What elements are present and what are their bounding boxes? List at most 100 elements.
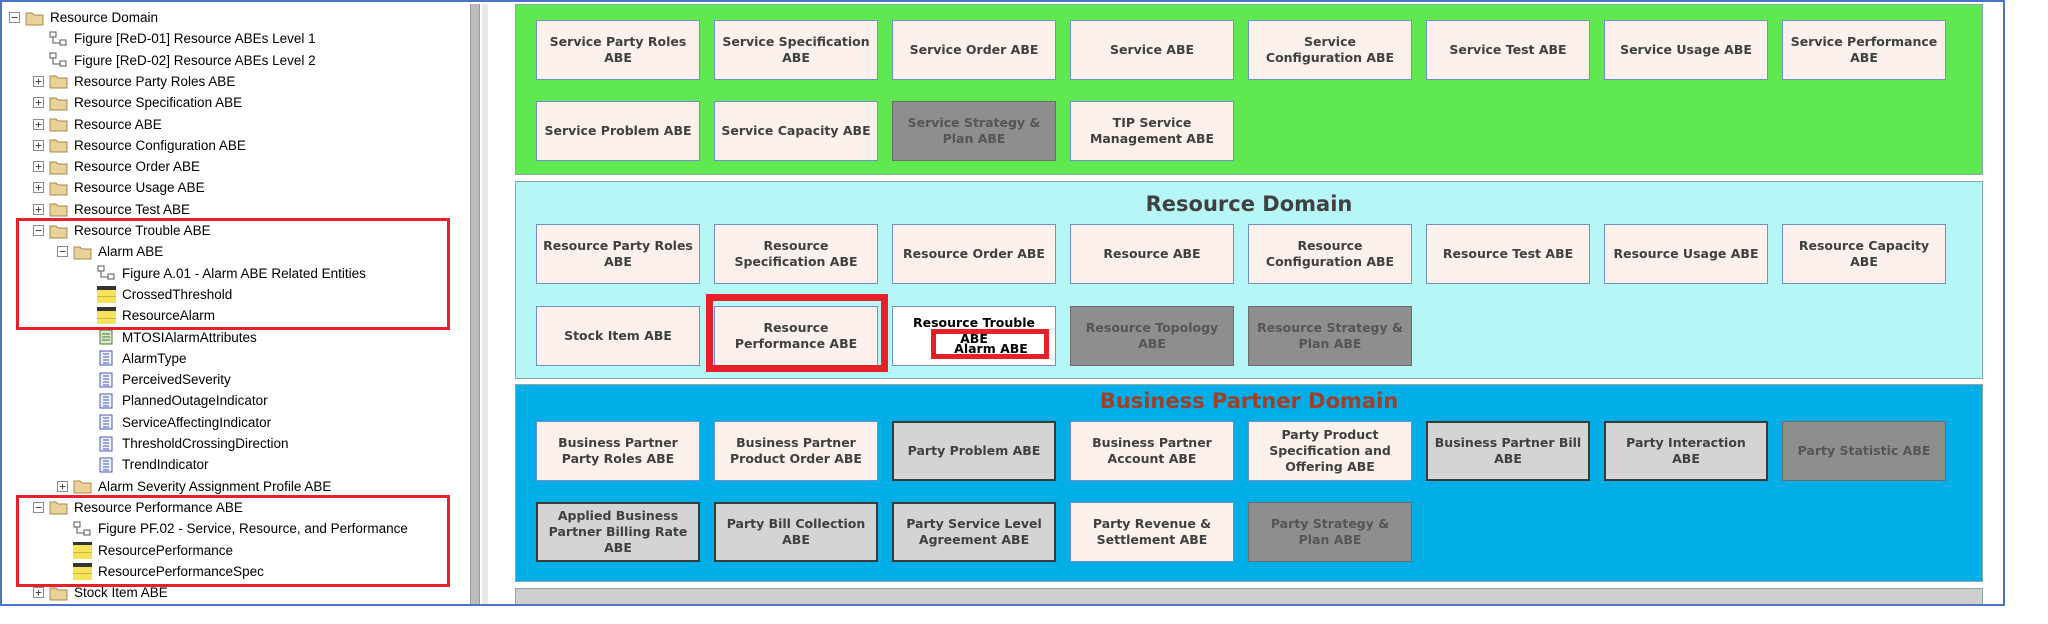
abe-box[interactable]: Service Strategy & Plan ABE [892,101,1056,161]
abe-box[interactable]: Party Product Specification and Offering… [1248,421,1412,481]
tree-leaf-item[interactable]: ThresholdCrossingDirection [81,433,289,454]
expand-toggle[interactable]: + [33,139,44,151]
tree-leaf-item[interactable]: ResourcePerformance [57,540,233,561]
abe-box[interactable]: Party Strategy & Plan ABE [1248,502,1412,562]
abe-box[interactable]: Business Partner Product Order ABE [714,421,878,481]
expand-toggle[interactable]: + [33,182,44,194]
tree-leaf-item[interactable]: Figure PF.02 - Service, Resource, and Pe… [57,518,408,539]
expand-toggle[interactable]: + [33,203,44,215]
abe-label: Business Partner Bill ABE [1434,434,1582,466]
tree-leaf-item[interactable]: PlannedOutageIndicator [81,390,268,411]
collapse-toggle[interactable]: − [9,12,20,23]
tree-item-label: Figure PF.02 - Service, Resource, and Pe… [98,521,408,537]
abe-box[interactable]: Service Usage ABE [1604,20,1768,80]
folder-icon [49,95,68,111]
tree-leaf-item[interactable]: ResourcePerformanceSpec [57,561,264,582]
tree-folder-item[interactable]: −Resource Performance ABE [33,497,243,518]
tree-leaf-item[interactable]: ServiceAffectingIndicator [81,412,271,433]
abe-box[interactable]: Resource Order ABE [892,224,1056,284]
abe-box[interactable]: Resource Performance ABE [714,306,878,366]
abe-box[interactable]: Service Test ABE [1426,20,1590,80]
collapse-toggle[interactable]: − [57,246,68,258]
diagram-icon [49,31,68,47]
tree-item-label: Alarm ABE [98,244,164,260]
tree-scrollbar[interactable] [470,4,480,604]
tree-folder-item[interactable]: +Resource Order ABE [33,156,200,177]
abe-box[interactable]: Service Performance ABE [1782,20,1946,80]
abe-box[interactable]: Resource Capacity ABE [1782,224,1946,284]
expand-toggle[interactable]: + [33,161,44,173]
collapse-toggle[interactable]: − [33,225,44,236]
tree-folder-item[interactable]: +Resource Test ABE [33,199,190,220]
expand-toggle[interactable]: + [33,75,44,87]
enumeration-icon [97,436,116,452]
abe-label: Resource Strategy & Plan ABE [1257,319,1403,351]
tree-leaf-item[interactable]: AlarmType [81,348,187,369]
tree-item-label: Resource Domain [50,10,159,25]
abe-box[interactable]: Applied Business Partner Billing Rate AB… [536,502,700,562]
abe-label: Resource Topology ABE [1085,319,1219,351]
tree-folder-item[interactable]: + Alarm Severity Assignment Profile ABE [57,476,331,497]
abe-box[interactable]: Resource Configuration ABE [1248,224,1412,284]
tree-leaf-item[interactable]: PerceivedSeverity [81,369,231,390]
abe-box[interactable]: Party Revenue & Settlement ABE [1070,502,1234,562]
abe-box[interactable]: Resource Specification ABE [714,224,878,284]
collapse-toggle[interactable]: − [33,501,44,513]
abe-box[interactable]: Service Order ABE [892,20,1056,80]
abe-label: Business Partner Party Roles ABE [558,434,678,466]
pane-splitter[interactable] [482,4,488,604]
abe-box[interactable]: Party Interaction ABE [1604,421,1768,481]
tree-leaf-item[interactable]: Figure A.01 - Alarm ABE Related Entities [81,263,366,284]
tree-leaf-item[interactable]: ResourceAlarm [81,305,215,326]
tree-folder-item[interactable]: +Resource Party Roles ABE [33,71,235,92]
alarm-abe-label[interactable]: Alarm ABE [954,341,1028,356]
abe-box[interactable]: Service Configuration ABE [1248,20,1412,80]
abe-box[interactable]: Party Service Level Agreement ABE [892,502,1056,562]
expand-toggle[interactable]: + [33,118,44,130]
abe-box[interactable]: Service Capacity ABE [714,101,878,161]
abe-box[interactable]: Resource Usage ABE [1604,224,1768,284]
abe-box[interactable]: Stock Item ABE [536,306,700,366]
expand-toggle[interactable]: + [57,480,68,492]
expand-toggle[interactable]: + [33,587,44,599]
abe-box[interactable]: Business Partner Bill ABE [1426,421,1590,481]
abe-box[interactable]: Business Partner Account ABE [1070,421,1234,481]
tree-item-label: Figure [ReD-01] Resource ABEs Level 1 [74,31,316,47]
abe-box[interactable]: Service Party Roles ABE [536,20,700,80]
tree-folder-item[interactable]: − Resource Domain [9,7,158,28]
tree-folder-item[interactable]: +Resource Usage ABE [33,177,205,198]
abe-box[interactable]: Resource Strategy & Plan ABE [1248,306,1412,366]
tree-leaf-item[interactable]: Figure [ReD-01] Resource ABEs Level 1 [33,28,316,49]
tree-folder-item[interactable]: +Resource Specification ABE [33,92,242,113]
tree-leaf-item[interactable]: CrossedThreshold [81,284,232,305]
abe-box[interactable]: Party Statistic ABE [1782,421,1946,481]
abe-box[interactable]: Service ABE [1070,20,1234,80]
tree-leaf-item[interactable]: Figure [ReD-02] Resource ABEs Level 2 [33,50,316,71]
abe-box[interactable]: Resource ABE [1070,224,1234,284]
enumeration-icon [97,414,116,430]
tree-folder-item[interactable]: − Alarm ABE [57,241,163,262]
abe-label: Resource Usage ABE [1613,245,1759,261]
tree-item-label: Stock Item ABE [74,585,168,601]
diagram-canvas: Service Party Roles ABE Service Specifica… [488,4,2003,604]
abe-label: Service Party Roles ABE [549,33,687,65]
abe-box[interactable]: Service Problem ABE [536,101,700,161]
abe-box[interactable]: Business Partner Party Roles ABE [536,421,700,481]
tree-folder-item[interactable]: +Resource ABE [33,114,162,135]
tree-folder-item[interactable]: −Resource Trouble ABE [33,220,211,241]
tree-leaf-item[interactable]: MTOSIAlarmAttributes [81,327,257,348]
tree-folder-item[interactable]: +Resource Configuration ABE [33,135,246,156]
expand-toggle[interactable]: + [33,97,44,109]
tree-item-label: Alarm Severity Assignment Profile ABE [98,478,332,494]
abe-box[interactable]: Resource Topology ABE [1070,306,1234,366]
tree-leaf-item[interactable]: TrendIndicator [81,454,209,475]
abe-box[interactable]: Service Specification ABE [714,20,878,80]
abe-box[interactable]: TIP Service Management ABE [1070,101,1234,161]
abe-box[interactable]: Resource Party Roles ABE [536,224,700,284]
abe-box[interactable]: Party Bill Collection ABE [714,502,878,562]
abe-box[interactable]: Resource Test ABE [1426,224,1590,284]
tree-folder-item[interactable]: + Stock Item ABE [33,582,168,603]
abe-box[interactable]: Party Problem ABE [892,421,1056,481]
